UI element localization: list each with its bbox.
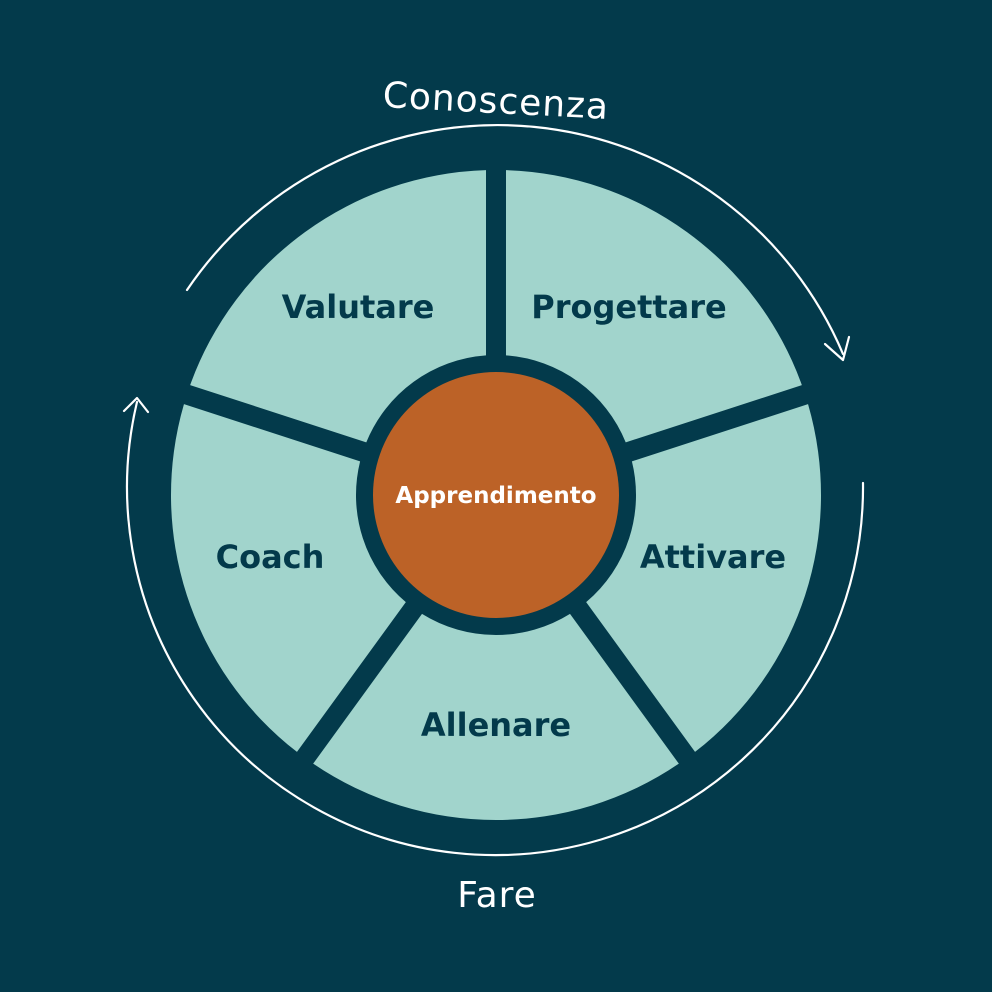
center-label: Apprendimento: [395, 483, 596, 509]
center-circle[interactable]: [373, 372, 619, 618]
label-attivare: Attivare: [640, 538, 786, 576]
top-arrowhead-icon: [823, 335, 851, 362]
label-valutare: Valutare: [282, 288, 435, 326]
label-allenare: Allenare: [421, 706, 571, 744]
bottom-arc: [125, 400, 865, 857]
segment-allenare[interactable]: [313, 613, 679, 820]
knowledge-label: Conoscenza: [382, 75, 610, 128]
doing-label: Fare: [457, 875, 537, 916]
segment-attivare[interactable]: [586, 404, 822, 752]
wheel-segments: [170, 170, 822, 820]
segment-coach[interactable]: [170, 404, 406, 752]
top-arc-arrow-icon: [185, 124, 845, 356]
segment-valutare[interactable]: [190, 170, 487, 443]
segment-progettare[interactable]: [505, 170, 802, 443]
cycle-arrows: [122, 124, 865, 857]
label-progettare: Progettare: [531, 288, 727, 326]
left-arrowhead-icon: [122, 396, 150, 414]
label-coach: Coach: [216, 538, 325, 576]
